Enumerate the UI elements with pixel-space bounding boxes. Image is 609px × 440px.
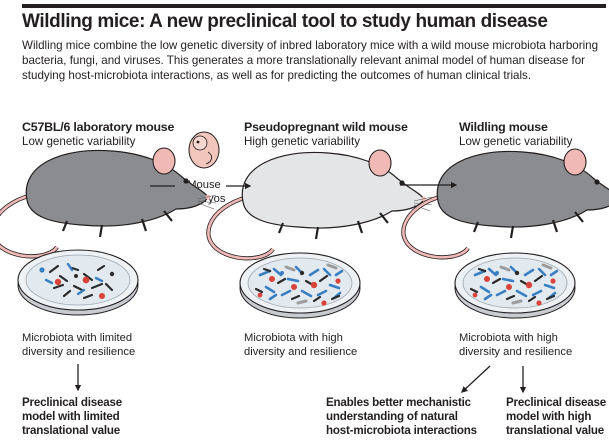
intro-line: studying host-microbiota interactions, a… (22, 69, 532, 83)
intro-paragraph: Wildling mice combine the low genetic di… (22, 38, 606, 84)
stage-3-title: Wildling mouse (459, 120, 548, 134)
embryo-icon (188, 131, 220, 169)
stage-1-microbiota-caption: Microbiota with limited diversity and re… (22, 331, 135, 359)
outcome-line: Preclinical disease (22, 396, 122, 409)
wild-microbiota-dish (239, 252, 361, 319)
caption-line: diversity and resilience (459, 346, 573, 358)
intro-line: Wildling mice combine the low genetic di… (22, 39, 599, 52)
stage-2-title: Pseudopregnant wild mouse (244, 120, 408, 134)
outcome-line: translational value (22, 424, 121, 438)
wildling-microbiota-dish (454, 252, 576, 319)
outcome-wildling-model: Preclinical disease model with high tran… (506, 396, 606, 439)
page-title: Wildling mice: A new preclinical tool to… (22, 11, 548, 32)
stage-2-subtitle: High genetic variability (244, 135, 360, 148)
outcome-line: host-microbiota interactions (326, 424, 477, 438)
outcome-line: model with limited (22, 410, 120, 424)
stage-3-subtitle: Low genetic variability (459, 135, 573, 148)
caption-line: Microbiota with high (459, 332, 558, 344)
stage-3-microbiota-caption: Microbiota with high diversity and resil… (459, 331, 572, 359)
outcome-line: Enables better mechanistic (326, 396, 471, 409)
wildling-mouse (403, 149, 609, 257)
outcome-line: Preclinical disease (506, 396, 606, 409)
outcome-line: model with high (506, 410, 592, 424)
lab-microbiota-dish (17, 249, 139, 316)
intro-line: bacteria, fungi, and viruses. This gener… (22, 54, 586, 68)
caption-line: diversity and resilience (244, 346, 358, 358)
stage-2-microbiota-caption: Microbiota with high diversity and resil… (244, 331, 357, 359)
outcome-mechanistic: Enables better mechanistic understanding… (326, 396, 477, 439)
lab-mouse (0, 148, 216, 256)
caption-line: Microbiota with high (244, 332, 343, 344)
outcome-line: understanding of natural (326, 410, 458, 424)
outcome-line: translational value (506, 424, 605, 438)
caption-line: diversity and resilience (22, 346, 136, 358)
wildling-mouse-illustration (403, 149, 609, 257)
stage-1-subtitle: Low genetic variability (22, 135, 136, 148)
outcome-lab-model: Preclinical disease model with limited t… (22, 396, 122, 439)
wild-mouse-illustration (208, 150, 432, 258)
caption-line: Microbiota with limited (22, 332, 133, 344)
stage-1-title: C57BL/6 laboratory mouse (22, 120, 175, 134)
wild-mouse (208, 150, 432, 258)
title-rule (22, 4, 606, 8)
lab-mouse-illustration (0, 148, 216, 256)
outcome-arrow-mechanistic (461, 365, 491, 393)
